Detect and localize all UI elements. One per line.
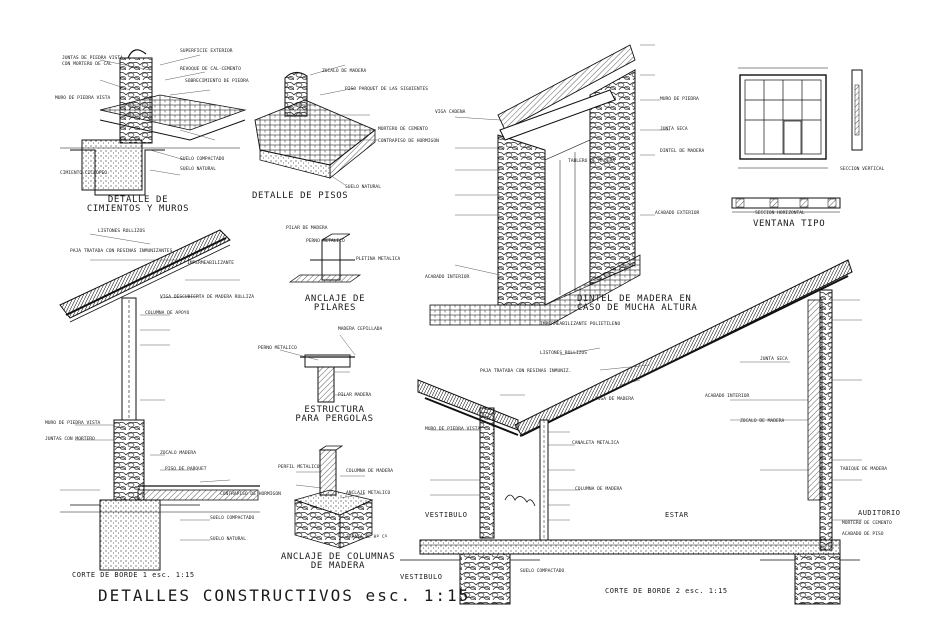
note: MURO DE PIEDRA [660,97,699,102]
note: MORTERO DE CEMENTO [378,127,428,132]
note: CANALETA METALICA [572,441,620,446]
note: ACABADO EXTERIOR [655,211,700,216]
note: SOBRECIMIENTO DE PIEDRA [185,79,249,84]
note: TABLERO DE MADERA [568,159,616,164]
detail-pisos [254,64,378,186]
note: TABIQUE DE MADERA [840,467,888,472]
note: COLUMNA DE APOYO [145,311,190,316]
note: CONTRAPISO DE HORMIGON [378,139,439,144]
title-dintel: DINTEL DE MADERA EN CASO DE MUCHA ALTURA [577,294,698,313]
label-seccion-vertical: SECCION VERTICAL [840,167,885,172]
note: VIGA DE MADERA [595,397,634,402]
note: PILAR DE MADERA [286,226,328,231]
note: ACABADO INTERIOR [425,275,470,280]
note: VIGA CADENA [435,110,466,115]
note: ACABADO INTERIOR [705,394,750,399]
note: COLUMNA DE MADERA [346,469,394,474]
note: JUNTA SECA [660,127,688,132]
note: PLETINA METALICA [356,257,401,262]
note: PERFIL METALICO [278,465,320,470]
note: LISTONES ROLLIZOS [98,229,146,234]
note: JUNTAS CON MORTERO [45,437,95,442]
note: MURO DE PIEDRA VISTA [55,96,111,101]
note: PISO DE PARQUET [165,467,207,472]
title-anclaje-pilares: ANCLAJE DE PILARES [304,294,366,313]
note: LISTONES ROLLIZOS [540,351,588,356]
note: SUPERFICIE EXTERIOR [180,49,233,54]
note: JUNTA SECA [760,357,788,362]
detail-cimientos [60,49,247,196]
title-pisos: DETALLE DE PISOS [252,191,349,201]
detail-dintel [429,44,670,326]
note: SUELO NATURAL [210,537,246,542]
note: PILAR MADERA [338,393,372,398]
title-corte-1: CORTE DE BORDE 1 esc. 1:15 [72,571,195,579]
detail-ventana [731,67,863,213]
note: SUELO COMPACTADO [180,157,225,162]
note: MURO DE PIEDRA VISTA [45,421,101,426]
note: SUELO COMPACTADO [210,516,255,521]
note: ANCLAJE METALICO [346,491,391,496]
note: CON MORTERO DE CAL [62,62,112,67]
note: CIMIENTO CICLOPEO [60,171,108,176]
note: ZAPATA DE Hº Cº [346,535,388,540]
note: ACABADO DE PISO [842,532,884,537]
note: PERNO METALICO [306,239,345,244]
note: SUELO COMPACTADO [520,569,565,574]
title-pergolas: ESTRUCTURA PARA PERGOLAS [295,405,374,424]
note: ZOCALO DE MADERA [740,419,785,424]
note: CONTRAPISO DE HORMIGON [220,492,281,497]
note: MURO DE PIEDRA VISTA [425,427,481,432]
detail-anclaje-pilares [288,233,362,283]
note: PAJA TRATADA CON RESINAS INMUNIZANTES [70,249,173,254]
room-vestibulo: VESTIBULO [425,511,468,519]
note: JUNTAS DE PIEDRA VISTA [62,56,123,61]
title-corte-2: CORTE DE BORDE 2 esc. 1:15 [605,587,728,595]
note: IMPERMEABILIZANTE [187,261,235,266]
sheet-title: DETALLES CONSTRUCTIVOS esc. 1:15 [98,586,471,605]
note: REVOQUE DE CAL-CEMENTO [180,67,241,72]
room-auditorio: AUDITORIO [858,509,901,517]
label-seccion-horizontal: SECCION HORIZONTAL [755,211,805,216]
note: DINTEL DE MADERA [660,149,705,154]
note: ZOCALO DE MADERA [322,69,367,74]
room-vestibulo-bottom: VESTIBULO [400,573,443,581]
room-estar: ESTAR [665,511,689,519]
note: IMPERMEABILIZANTE POLIETILENO [540,322,621,327]
detail-corte-borde-2 [400,259,862,605]
title-anclaje-columnas: ANCLAJE DE COLUMNAS DE MADERA [280,552,396,571]
note: COLUMNA DE MADERA [575,487,623,492]
detail-corte-borde-1 [59,229,260,571]
note: PERNO METALICO [258,346,297,351]
note: MORTERO DE CEMENTO [842,521,892,526]
title-ventana: VENTANA TIPO [753,219,826,229]
detail-pergolas [279,334,356,403]
note: PAJA TRATADA CON RESINAS INMUNIZ. [480,369,572,374]
note: ZOCALO MADERA [160,451,196,456]
note: SUELO NATURAL [345,185,381,190]
title-cimientos: DETALLE DE CIMIENTOS Y MUROS [86,195,190,214]
note: PISO PARQUET DE LAS SIGUIENTES [345,87,428,92]
note: SUELO NATURAL [180,167,216,172]
note: MADERA CEPILLADA [338,327,383,332]
note: VIGA DESCUBIERTA DE MADERA ROLLIZA [160,295,255,300]
detail-anclaje-columnas [293,445,374,549]
